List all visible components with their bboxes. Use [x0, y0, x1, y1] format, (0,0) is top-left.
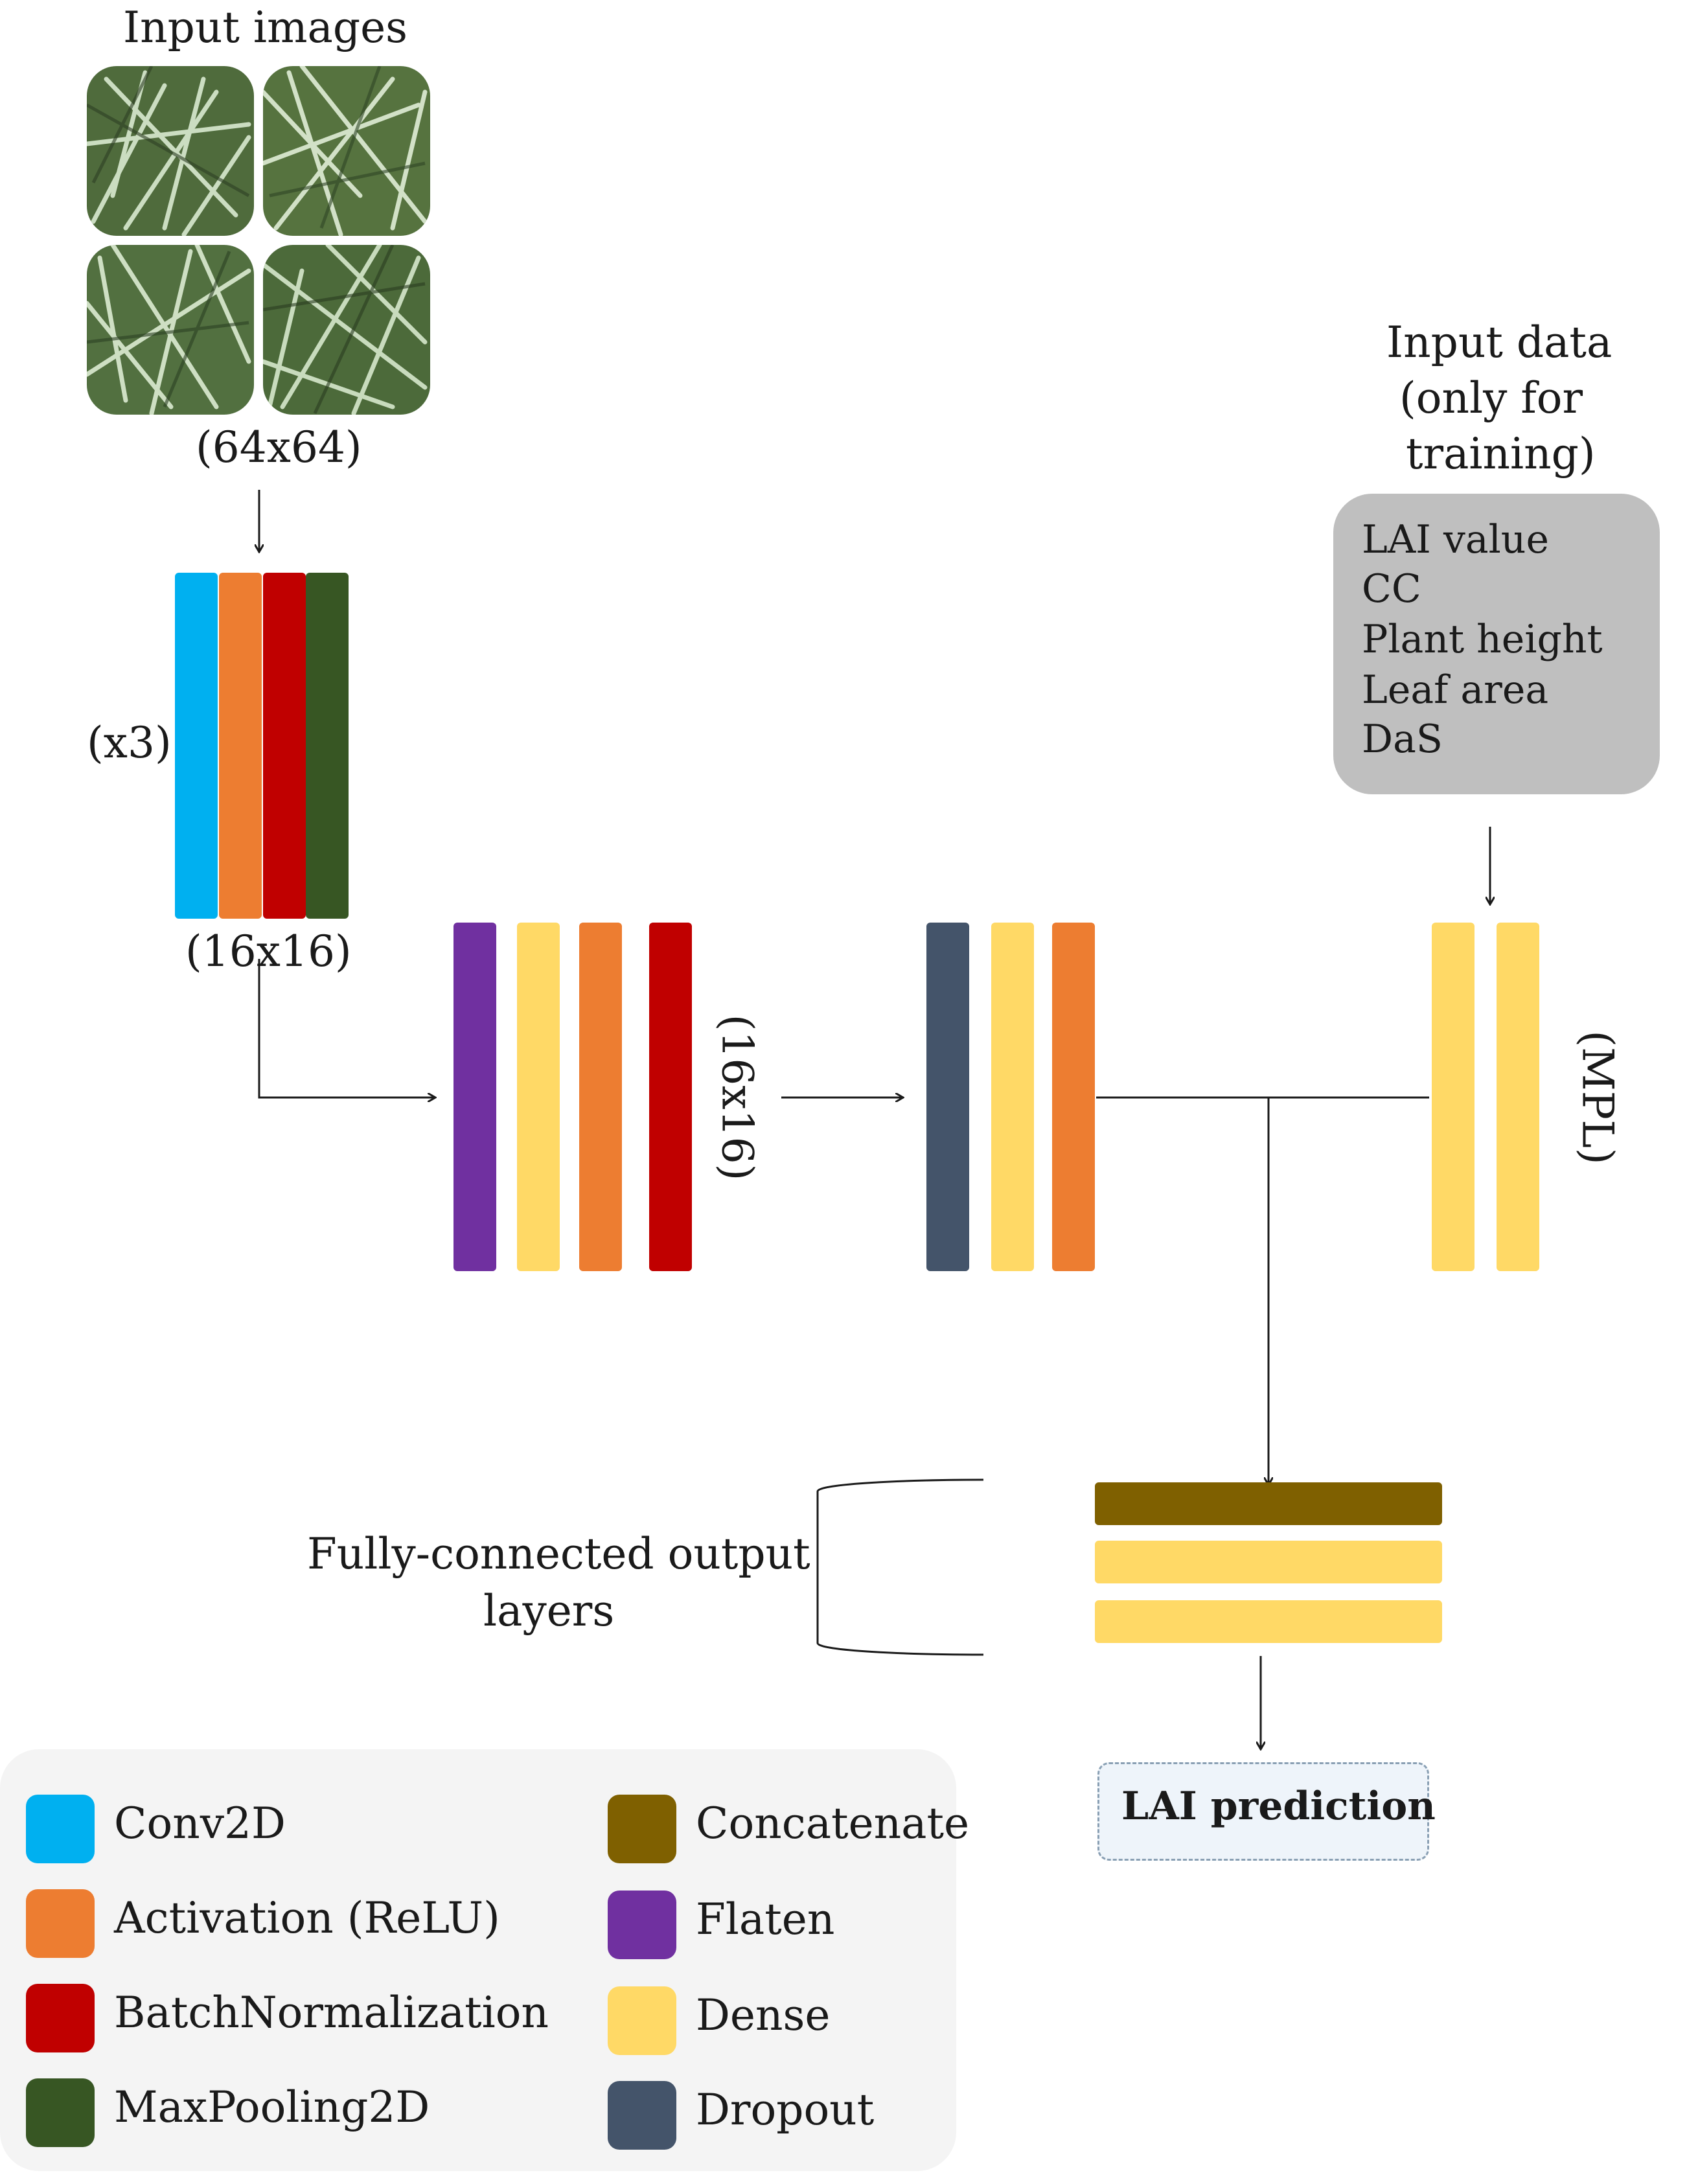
- legend-label-dropout: Dropout: [696, 2085, 875, 2135]
- input-data-item: Plant height: [1362, 617, 1603, 662]
- input-data-title-2: (only for: [1399, 373, 1583, 423]
- legend-label-relu: Activation (ReLU): [114, 1893, 500, 1943]
- legend-label-conv2d: Conv2D: [114, 1799, 286, 1848]
- input-images-title: Input images: [123, 3, 408, 52]
- input-data-title-1: Input data: [1386, 317, 1612, 367]
- legend-swatch-concatenate: [608, 1795, 676, 1863]
- block2-size-label: (16x16): [712, 1014, 763, 1181]
- input-images-grid: [87, 66, 437, 416]
- block2-dense: [517, 923, 560, 1271]
- conv-block-maxpool: [306, 573, 349, 919]
- output-dense-2: [1095, 1600, 1442, 1643]
- block3-dropout: [926, 923, 969, 1271]
- lai-prediction-label: LAI prediction: [1121, 1784, 1436, 1829]
- conv-block-relu: [219, 573, 262, 919]
- legend-label-concatenate: Concatenate: [696, 1799, 970, 1848]
- block3-dense: [991, 923, 1034, 1271]
- arrow-conv-to-flatten: [258, 959, 435, 1098]
- mlp-dense-1: [1432, 923, 1475, 1271]
- legend-swatch-flatten: [608, 1891, 676, 1959]
- grass-image-1: [87, 66, 254, 236]
- output-label-2: layers: [483, 1586, 615, 1636]
- legend: Conv2D Activation (ReLU) BatchNormalizat…: [0, 1749, 969, 2171]
- grass-image-2: [263, 66, 430, 236]
- conv-size-label: (16x16): [185, 926, 352, 976]
- mlp-label: (MPL): [1572, 1030, 1623, 1165]
- lai-prediction-box: LAI prediction: [1097, 1762, 1436, 1861]
- legend-swatch-dense: [608, 1986, 676, 2055]
- repeat-label: (x3): [87, 718, 172, 768]
- input-data-title-3: training): [1406, 429, 1596, 479]
- output-layers-bracket: [816, 1478, 984, 1656]
- output-concatenate: [1095, 1482, 1442, 1525]
- output-label-1: Fully-connected output: [307, 1529, 810, 1579]
- block3-relu: [1052, 923, 1095, 1271]
- input-data-item: Leaf area: [1362, 667, 1549, 713]
- block2-flatten: [453, 923, 496, 1271]
- input-data-box: LAI value CC Plant height Leaf area DaS: [1333, 494, 1660, 794]
- legend-label-dense: Dense: [696, 1990, 831, 2040]
- legend-swatch-conv2d: [26, 1795, 95, 1863]
- block2-relu: [579, 923, 622, 1271]
- input-data-item: DaS: [1362, 717, 1443, 762]
- legend-swatch-batchnorm: [26, 1984, 95, 2052]
- grass-image-3: [87, 245, 254, 415]
- grass-image-4: [263, 245, 430, 415]
- legend-swatch-maxpool: [26, 2078, 95, 2147]
- input-size-label: (64x64): [196, 422, 362, 472]
- input-data-item: CC: [1362, 566, 1421, 612]
- mlp-dense-2: [1497, 923, 1539, 1271]
- conv-block-conv2d: [175, 573, 218, 919]
- legend-label-batchnorm: BatchNormalization: [114, 1988, 549, 2038]
- output-dense-1: [1095, 1541, 1442, 1583]
- legend-label-flatten: Flaten: [696, 1894, 835, 1944]
- legend-label-maxpool: MaxPooling2D: [114, 2082, 430, 2132]
- legend-swatch-dropout: [608, 2081, 676, 2150]
- block2-batchnorm: [649, 923, 692, 1271]
- legend-swatch-relu: [26, 1889, 95, 1958]
- input-data-item: LAI value: [1362, 517, 1549, 562]
- conv-block-batchnorm: [263, 573, 306, 919]
